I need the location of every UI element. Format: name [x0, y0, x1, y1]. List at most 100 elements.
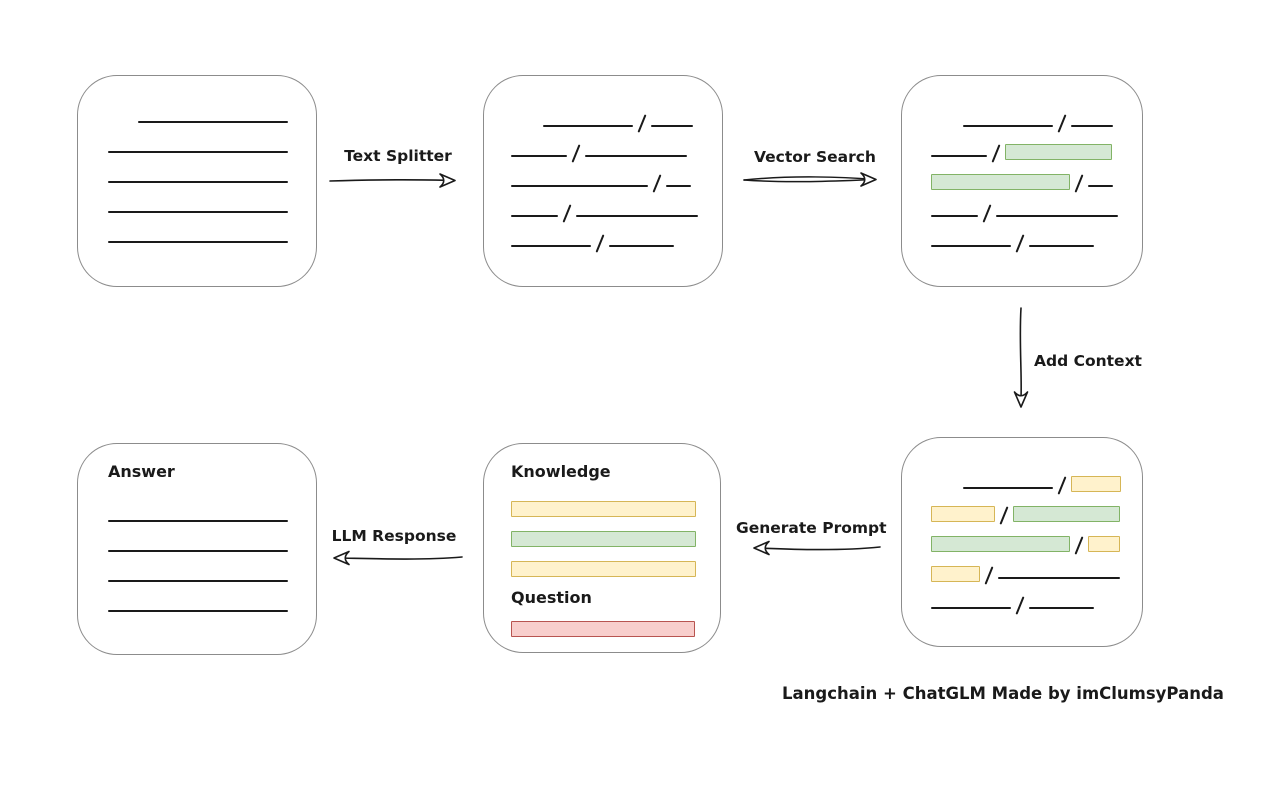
chunk-row [543, 102, 702, 133]
chunk-row [931, 162, 1122, 193]
text-line [108, 181, 288, 183]
arrow-down-icon [1013, 307, 1029, 408]
text-line [666, 185, 691, 187]
text-line [963, 487, 1053, 489]
chunk-row [108, 188, 288, 218]
credit-text: Langchain + ChatGLM Made by imClumsyPand… [782, 684, 1224, 703]
text-line [108, 520, 288, 522]
chunk-row [931, 494, 1122, 525]
text-line [108, 211, 288, 213]
yellow-chunk-bar [511, 501, 696, 517]
text-line [931, 155, 987, 157]
text-line [1029, 245, 1094, 247]
answer-label: Answer [108, 462, 175, 481]
text-line [576, 215, 698, 217]
vector-search-label: Vector Search [754, 148, 876, 166]
green-chunk-bar [1005, 144, 1112, 160]
green-chunk-bar [1013, 506, 1120, 522]
chunk-separator-slash [595, 234, 605, 253]
text-line [585, 155, 687, 157]
chunk-row [108, 158, 288, 188]
chunk-separator-slash [982, 204, 992, 223]
arrow-right-icon [743, 172, 877, 187]
chunk-separator-slash [571, 144, 581, 163]
chunk-row [963, 464, 1122, 495]
split-chunks-box [483, 75, 723, 287]
arrow-right-icon [329, 173, 456, 188]
chunk-separator-slash [637, 114, 647, 133]
chunk-separator-slash [562, 204, 572, 223]
text-line [511, 215, 558, 217]
chunk-row [108, 128, 288, 158]
text-line [108, 241, 288, 243]
chunk-row [511, 162, 702, 193]
text-line [998, 577, 1120, 579]
chunk-separator-slash [999, 506, 1009, 525]
document-lines [108, 98, 288, 248]
text-line [138, 121, 288, 123]
chunk-separator-slash [991, 144, 1001, 163]
chunk-separator-slash [984, 566, 994, 585]
text-line [511, 245, 591, 247]
green-chunk-bar [511, 531, 696, 547]
chunk-row [511, 609, 700, 639]
chunk-lines [931, 464, 1122, 615]
text-line [543, 125, 633, 127]
text-line [609, 245, 674, 247]
chunk-separator-slash [652, 174, 662, 193]
chunk-row [511, 519, 700, 549]
arrow-left-icon [753, 540, 881, 556]
chunk-row [108, 497, 288, 527]
yellow-chunk-bar [931, 566, 980, 582]
chunk-separator-slash [1057, 114, 1067, 133]
text-line [1088, 185, 1113, 187]
yellow-chunk-bar [1088, 536, 1120, 552]
chunk-row [138, 98, 288, 128]
prompt-box: Knowledge Question [483, 443, 721, 653]
text-line [996, 215, 1118, 217]
text-line [931, 245, 1011, 247]
chunk-row [511, 489, 700, 519]
chunk-separator-slash [1074, 536, 1084, 555]
llm-response-label: LLM Response [331, 527, 457, 545]
yellow-chunk-bar [931, 506, 995, 522]
chunk-row [108, 527, 288, 557]
chunk-row [108, 557, 288, 587]
text-line [931, 607, 1011, 609]
text-line [963, 125, 1053, 127]
chunk-row [108, 218, 288, 248]
chunk-row [931, 192, 1122, 223]
text-line [1071, 125, 1113, 127]
knowledge-label: Knowledge [511, 462, 611, 481]
chunk-row [931, 524, 1122, 555]
chunk-separator-slash [1057, 476, 1067, 495]
knowledge-bars [511, 489, 700, 579]
chunk-separator-slash [1015, 596, 1025, 615]
text-line [1029, 607, 1094, 609]
context-chunks-box [901, 437, 1143, 647]
yellow-chunk-bar [1071, 476, 1121, 492]
chunk-row [963, 102, 1122, 133]
answer-box: Answer [77, 443, 317, 655]
arrow-left-icon [333, 550, 463, 566]
add-context-label: Add Context [1034, 352, 1142, 370]
text-line [108, 151, 288, 153]
text-splitter-label: Text Splitter [344, 147, 452, 165]
chunk-row [511, 132, 702, 163]
green-chunk-bar [931, 174, 1070, 190]
chunk-row [108, 587, 288, 617]
generate-prompt-label: Generate Prompt [736, 519, 887, 537]
text-line [108, 550, 288, 552]
chunk-row [511, 549, 700, 579]
question-label: Question [511, 588, 592, 607]
red-chunk-bar [511, 621, 695, 637]
chunk-separator-slash [1015, 234, 1025, 253]
text-line [931, 215, 978, 217]
chunk-row [931, 132, 1122, 163]
chunk-lines [511, 102, 702, 253]
question-bar [511, 609, 700, 639]
text-line [511, 185, 648, 187]
text-line [651, 125, 693, 127]
yellow-chunk-bar [511, 561, 696, 577]
